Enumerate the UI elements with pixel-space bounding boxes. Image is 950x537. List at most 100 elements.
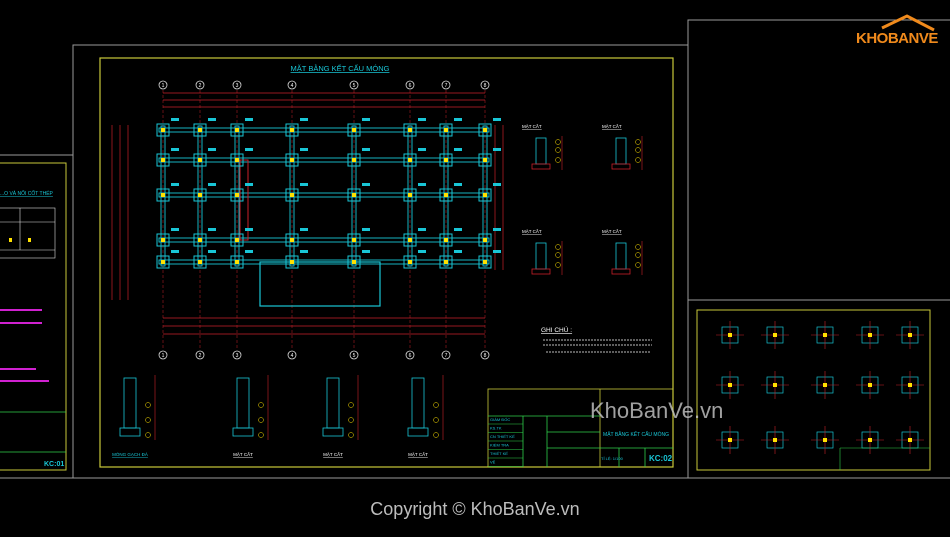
rebar-callout	[145, 432, 151, 438]
footing	[478, 188, 492, 202]
footing	[285, 233, 299, 247]
rebar-callout	[555, 157, 561, 163]
detail-column	[728, 333, 732, 337]
column	[161, 158, 165, 162]
footing-tag	[171, 148, 179, 151]
footing-tag	[300, 183, 308, 186]
footing-tag	[362, 228, 370, 231]
section-column	[123, 377, 137, 429]
footing-tag	[171, 118, 179, 121]
rebar-callout	[555, 252, 561, 258]
column	[290, 238, 294, 242]
rebar-callout	[348, 432, 354, 438]
grid-axis-bubble	[232, 80, 242, 90]
rebar-callout	[555, 262, 561, 268]
footing	[285, 153, 299, 167]
column	[235, 158, 239, 162]
rebar-callout	[635, 262, 641, 268]
footing-tag	[493, 250, 501, 253]
grid-axis-bubble	[441, 80, 451, 90]
footing	[156, 153, 170, 167]
footing-tag	[208, 183, 216, 186]
footing-tag	[362, 148, 370, 151]
detail-column	[773, 383, 777, 387]
rebar-callout	[433, 432, 439, 438]
footing-tag	[245, 148, 253, 151]
grid-axis-label: 3	[236, 83, 239, 89]
footing	[193, 255, 207, 269]
section-title: MẶT CẮT	[602, 227, 622, 234]
foundation-beam	[158, 259, 490, 265]
stair-beam	[239, 159, 249, 241]
footing	[478, 233, 492, 247]
footing-tag	[362, 118, 370, 121]
column	[290, 260, 294, 264]
grid-axis-bubble	[480, 350, 490, 360]
footing	[230, 123, 244, 137]
rebar-callout	[145, 402, 151, 408]
column	[408, 158, 412, 162]
section-title: MẶT CẮT	[522, 227, 542, 234]
column	[161, 260, 165, 264]
rebar-callout	[555, 147, 561, 153]
column	[161, 238, 165, 242]
grid-axis-bubble	[287, 80, 297, 90]
column	[483, 238, 487, 242]
footing-tag	[454, 118, 462, 121]
footing-tag	[418, 228, 426, 231]
footing-tag	[454, 250, 462, 253]
column	[483, 260, 487, 264]
title-block	[487, 388, 674, 468]
column	[198, 260, 202, 264]
footing	[478, 153, 492, 167]
section-footing	[611, 268, 631, 275]
footing-tag	[171, 228, 179, 231]
column	[444, 238, 448, 242]
section-footing	[407, 427, 429, 437]
grid-axis-label: 8	[484, 353, 487, 359]
footing	[156, 255, 170, 269]
title-block-role: KS.TK	[490, 426, 502, 431]
grid-axis-label: 5	[353, 83, 356, 89]
footing	[193, 233, 207, 247]
drawing-name: MẶT BẰNG KẾT CẤU MÓNG	[603, 430, 669, 438]
section-footing	[232, 427, 254, 437]
section-column	[535, 242, 547, 270]
grid-axis-bubble	[349, 80, 359, 90]
drawing-scale: TỈ LỆ: 1/100	[601, 456, 624, 461]
grid-axis-bubble	[405, 350, 415, 360]
section-footing	[322, 427, 344, 437]
footing	[347, 153, 361, 167]
footing-tag	[300, 148, 308, 151]
grid-axis-bubble	[158, 80, 168, 90]
left-sheet-code: KC:01	[44, 461, 64, 468]
detail-column	[728, 383, 732, 387]
footing-tag	[493, 183, 501, 186]
footing	[439, 123, 453, 137]
column	[235, 193, 239, 197]
rebar-callout	[635, 147, 641, 153]
column	[408, 193, 412, 197]
column	[161, 128, 165, 132]
section-title: MẶT CẮT	[233, 450, 253, 457]
footing	[156, 188, 170, 202]
khobanve-logo: KHOBANVE	[852, 14, 942, 54]
column	[444, 260, 448, 264]
grid-axis-label: 1	[162, 353, 165, 359]
footing-tag	[418, 148, 426, 151]
column	[198, 238, 202, 242]
rebar-callout	[555, 139, 561, 145]
left-sheet-border	[0, 154, 74, 479]
footing	[403, 153, 417, 167]
footing	[439, 188, 453, 202]
footing-tag	[454, 148, 462, 151]
column	[290, 193, 294, 197]
grid-axis-bubble	[195, 350, 205, 360]
footing	[230, 188, 244, 202]
footing	[193, 153, 207, 167]
footing	[403, 255, 417, 269]
column	[198, 193, 202, 197]
column	[352, 158, 356, 162]
footing-tag	[493, 148, 501, 151]
